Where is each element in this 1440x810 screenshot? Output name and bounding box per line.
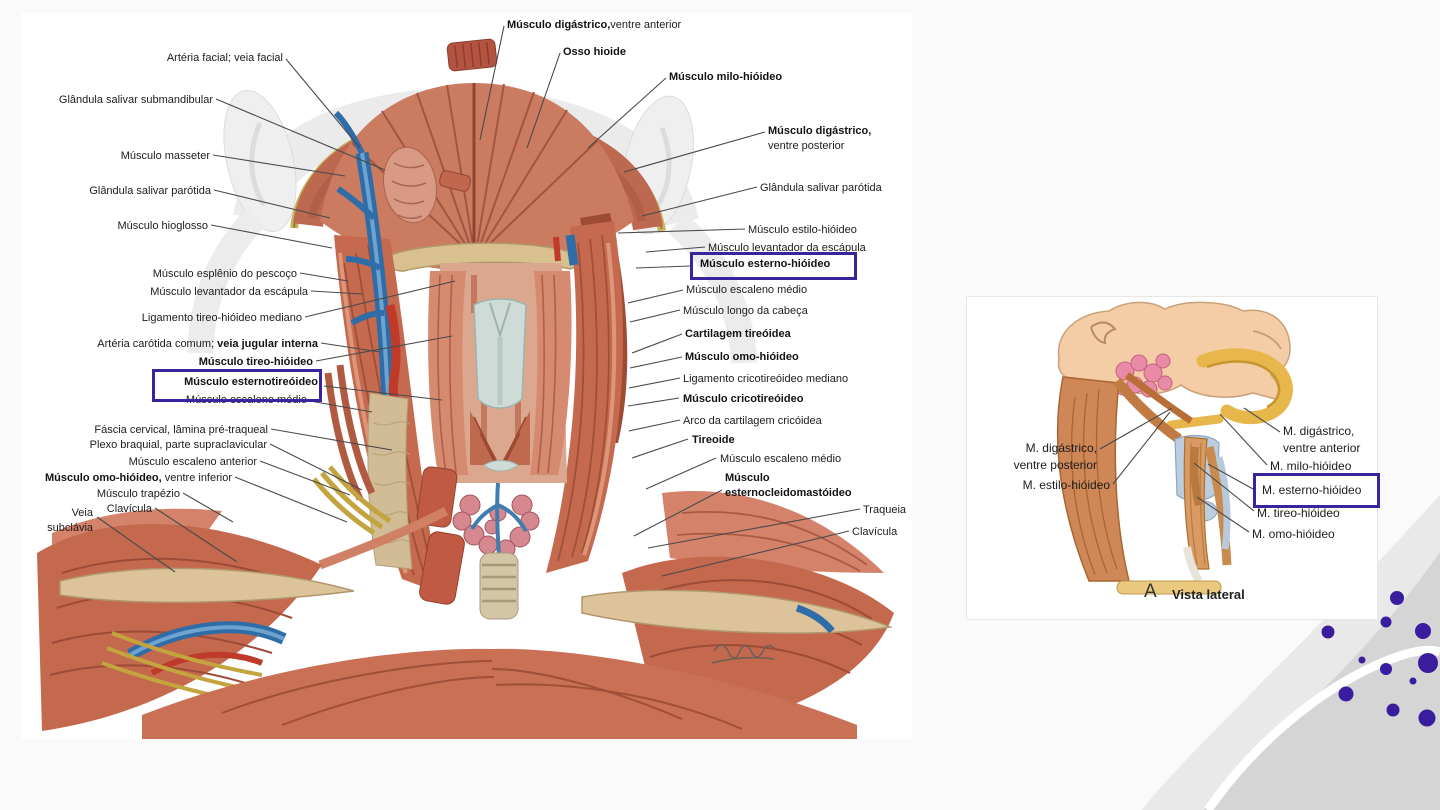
inset-caption-letter: A xyxy=(1144,581,1157,602)
decorative-dot xyxy=(1321,625,1335,639)
decorative-dot xyxy=(1380,663,1392,675)
decorative-dot xyxy=(1418,709,1436,727)
cut-vessels-right xyxy=(553,234,579,266)
mandible-inner-line xyxy=(1206,360,1281,409)
digastric-stump xyxy=(446,38,498,72)
chest-band xyxy=(142,648,857,739)
neck-anterior-illustration xyxy=(37,38,894,739)
artist-signature xyxy=(711,644,776,664)
main-anatomy-figure xyxy=(22,13,912,739)
thyroid-cartilage xyxy=(473,298,527,409)
decorative-dot xyxy=(1418,653,1438,673)
decorative-dot xyxy=(1390,591,1404,605)
neck-lateral-illustration xyxy=(1056,301,1293,595)
cricothyroid-muscles xyxy=(470,411,530,472)
inset-caption-text: Vista lateral xyxy=(1172,587,1245,602)
decorative-dot xyxy=(1358,656,1366,664)
hyoid-bar xyxy=(1166,414,1224,430)
submandibular-gland xyxy=(383,146,471,224)
thyroid-gland xyxy=(452,482,540,570)
right-sternocleidomastoid xyxy=(546,221,624,573)
decorative-dot xyxy=(1380,616,1392,628)
decorative-dot xyxy=(1338,686,1354,702)
inset-lateral-figure xyxy=(966,296,1378,620)
decorative-dot xyxy=(1386,703,1400,717)
subclavian-vessels xyxy=(101,604,835,705)
posterior-muscle-band xyxy=(1056,372,1193,582)
swoosh-white-curve xyxy=(1204,645,1440,810)
decorative-dot xyxy=(1409,677,1417,685)
omohyoid-inferior-belly xyxy=(318,507,449,570)
cut-strap-stumps xyxy=(416,466,465,605)
decorative-dot xyxy=(1415,623,1431,639)
clavicles xyxy=(59,567,893,634)
trachea xyxy=(479,552,519,620)
